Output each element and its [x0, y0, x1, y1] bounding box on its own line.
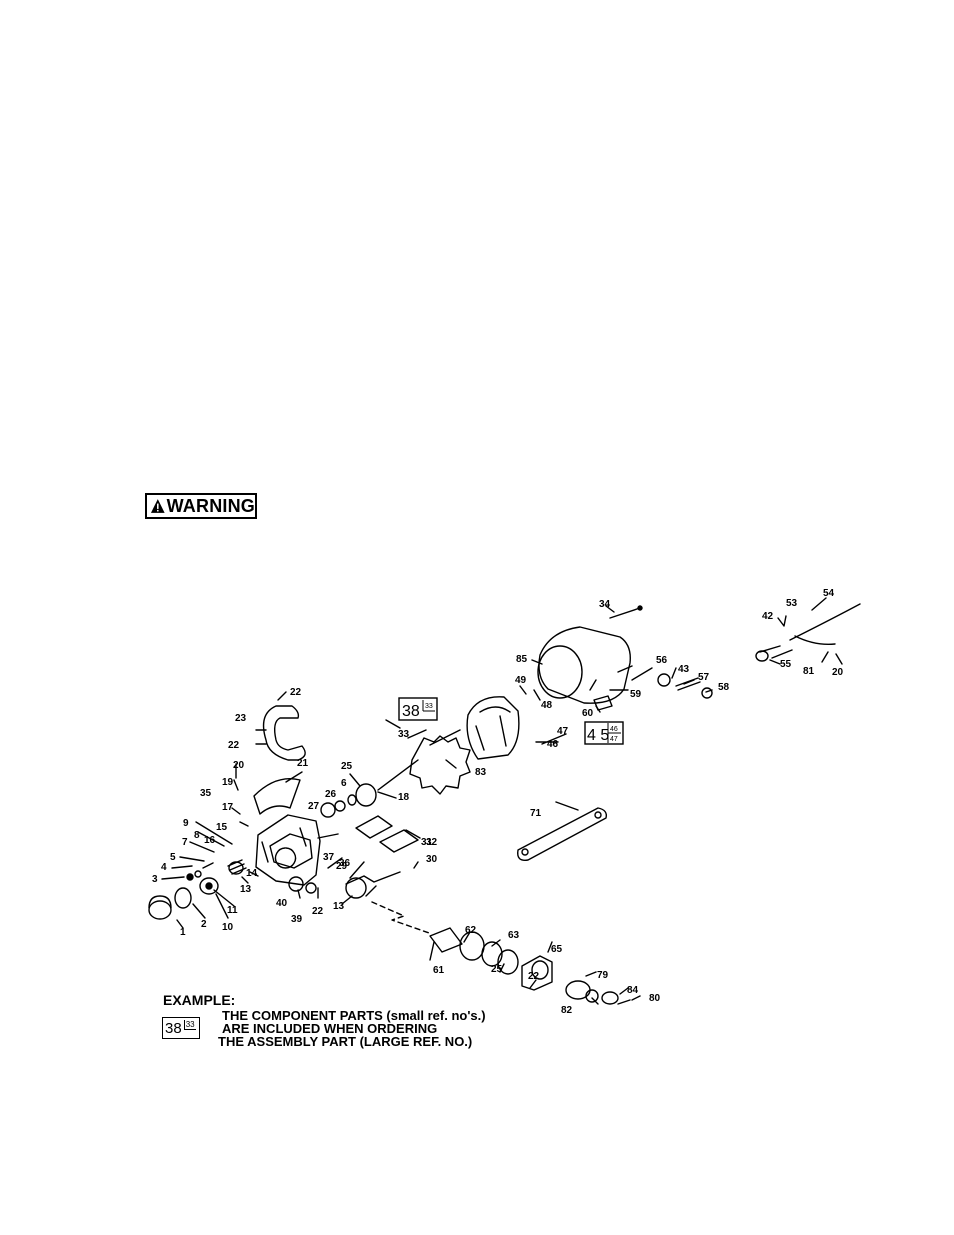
ref-number-42: 42 [762, 611, 774, 622]
ref-number-83: 83 [475, 767, 487, 778]
assembly-box-38: 38 33 [398, 697, 438, 721]
ref-number-25: 25 [491, 964, 503, 975]
ref-number-39: 39 [291, 914, 303, 925]
assembly-38-number: 38 [402, 703, 420, 720]
ref-number-19: 19 [222, 777, 234, 788]
ref-number-49: 49 [515, 675, 527, 686]
ref-number-18: 18 [398, 792, 410, 803]
ref-number-4: 4 [161, 862, 167, 873]
ref-number-9: 9 [183, 818, 189, 829]
example-line-3: THE ASSEMBLY PART (LARGE REF. NO.) [218, 1034, 473, 1049]
assembly-38-component: 33 [425, 703, 433, 710]
example-box-small-number: 33 [183, 1020, 196, 1030]
assembly-45-component-bottom: 47 [610, 736, 618, 743]
ref-number-34: 34 [599, 599, 611, 610]
ref-number-22: 22 [228, 740, 240, 751]
ref-number-48: 48 [541, 700, 553, 711]
ref-number-56: 56 [656, 655, 668, 666]
ref-number-62: 62 [465, 925, 477, 936]
ref-number-37: 37 [323, 852, 335, 863]
ref-number-20: 20 [832, 667, 844, 678]
ref-number-29: 29 [336, 861, 348, 872]
ref-number-54: 54 [823, 588, 835, 599]
ref-number-84: 84 [627, 985, 639, 996]
assembly-45-number: 4 5 [587, 727, 609, 744]
ref-number-2: 2 [201, 919, 207, 930]
ref-number-13: 13 [333, 901, 345, 912]
ref-number-13: 13 [240, 884, 252, 895]
warning-text: WARNING [166, 495, 255, 516]
ref-number-21: 21 [297, 758, 309, 769]
assembly-box-45: 4 5 46 47 [584, 721, 624, 745]
ref-number-30: 30 [426, 854, 438, 865]
ref-number-22: 22 [290, 687, 302, 698]
ref-number-17: 17 [222, 802, 234, 813]
ref-number-85: 85 [516, 654, 528, 665]
ref-number-40: 40 [276, 898, 288, 909]
ref-number-35: 35 [200, 788, 212, 799]
ref-number-59: 59 [630, 689, 642, 700]
ref-number-61: 61 [433, 965, 445, 976]
ref-number-10: 10 [222, 922, 234, 933]
ref-number-15: 15 [216, 822, 228, 833]
ref-number-11: 11 [227, 905, 238, 916]
ref-number-16: 16 [204, 835, 216, 846]
ref-number-36: 36 [339, 858, 351, 869]
ref-number-14: 14 [246, 868, 258, 879]
ref-number-71: 71 [530, 808, 542, 819]
ref-number-8: 8 [194, 830, 200, 841]
example-box-big-number: 38 [165, 1019, 182, 1037]
ref-number-5: 5 [170, 852, 176, 863]
ref-number-79: 79 [597, 970, 609, 981]
ref-number-81: 81 [803, 666, 815, 677]
example-assembly-box: 38 33 [162, 1017, 200, 1039]
ref-number-26: 26 [325, 789, 337, 800]
ref-number-33: 33 [398, 729, 410, 740]
ref-number-80: 80 [649, 993, 661, 1004]
ref-number-60: 60 [582, 708, 594, 719]
ref-number-3: 3 [152, 874, 158, 885]
ref-number-22: 22 [528, 971, 540, 982]
ref-number-58: 58 [718, 682, 730, 693]
example-line-2: ARE INCLUDED WHEN ORDERING [222, 1021, 438, 1036]
ref-number-25: 25 [341, 761, 353, 772]
ref-number-23: 23 [235, 713, 247, 724]
ref-number-20: 20 [233, 760, 245, 771]
ref-number-43: 43 [678, 664, 690, 675]
ref-number-46: 46 [547, 739, 559, 750]
ref-number-6: 6 [341, 778, 347, 789]
warning-label: WARNING [145, 493, 257, 519]
ref-number-82: 82 [561, 1005, 573, 1016]
ref-number-55: 55 [780, 659, 792, 670]
warning-triangle-icon [150, 499, 165, 513]
ref-number-7: 7 [182, 837, 188, 848]
ref-number-27: 27 [308, 801, 320, 812]
example-heading: EXAMPLE: [163, 992, 236, 1008]
ref-number-65: 65 [551, 944, 563, 955]
ref-number-47: 47 [557, 726, 569, 737]
ref-number-53: 53 [786, 598, 798, 609]
ref-number-22: 22 [312, 906, 324, 917]
ref-number-57: 57 [698, 672, 710, 683]
assembly-45-component-top: 46 [610, 726, 618, 733]
ref-number-31: 31 [421, 837, 433, 848]
ref-number-1: 1 [180, 927, 186, 938]
ref-number-63: 63 [508, 930, 520, 941]
ref-number-32: 32 [426, 837, 438, 848]
example-line-1: THE COMPONENT PARTS (small ref. no's.) [222, 1008, 486, 1023]
